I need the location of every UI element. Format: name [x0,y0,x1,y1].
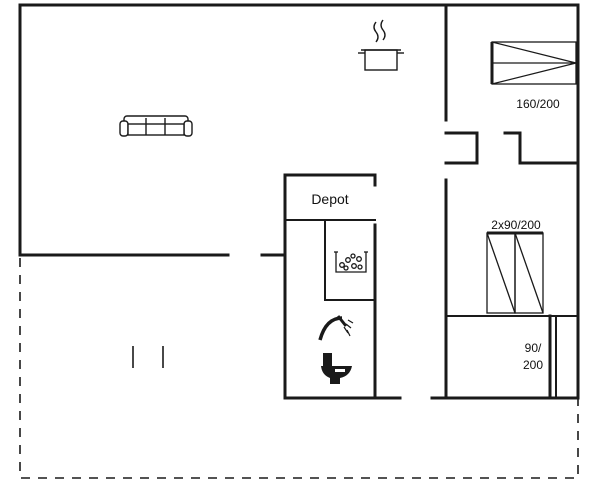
depot-walls [283,173,377,400]
toilet-icon [321,353,352,384]
terrace-outline [19,258,579,479]
living-room-walls [18,3,448,257]
washing-machine-icon [334,251,368,273]
utility-niche [324,219,376,301]
shower-icon [318,315,354,341]
double-bed-label: 160/200 [516,97,560,111]
single-bed-label-line2: 200 [523,358,543,372]
bedroom-divider-wall [503,131,580,165]
cooking-pot-icon [358,19,404,71]
terrace-markers [132,346,164,368]
twin-beds-label: 2x90/200 [491,218,541,232]
single-bed-label-line1: 90/ [525,341,542,355]
hall-corridor-wall [444,131,479,165]
depot-label: Depot [311,191,348,207]
twin-beds [486,231,544,314]
double-bed [490,41,577,85]
walls [18,3,580,400]
sofa-icon [119,115,193,137]
